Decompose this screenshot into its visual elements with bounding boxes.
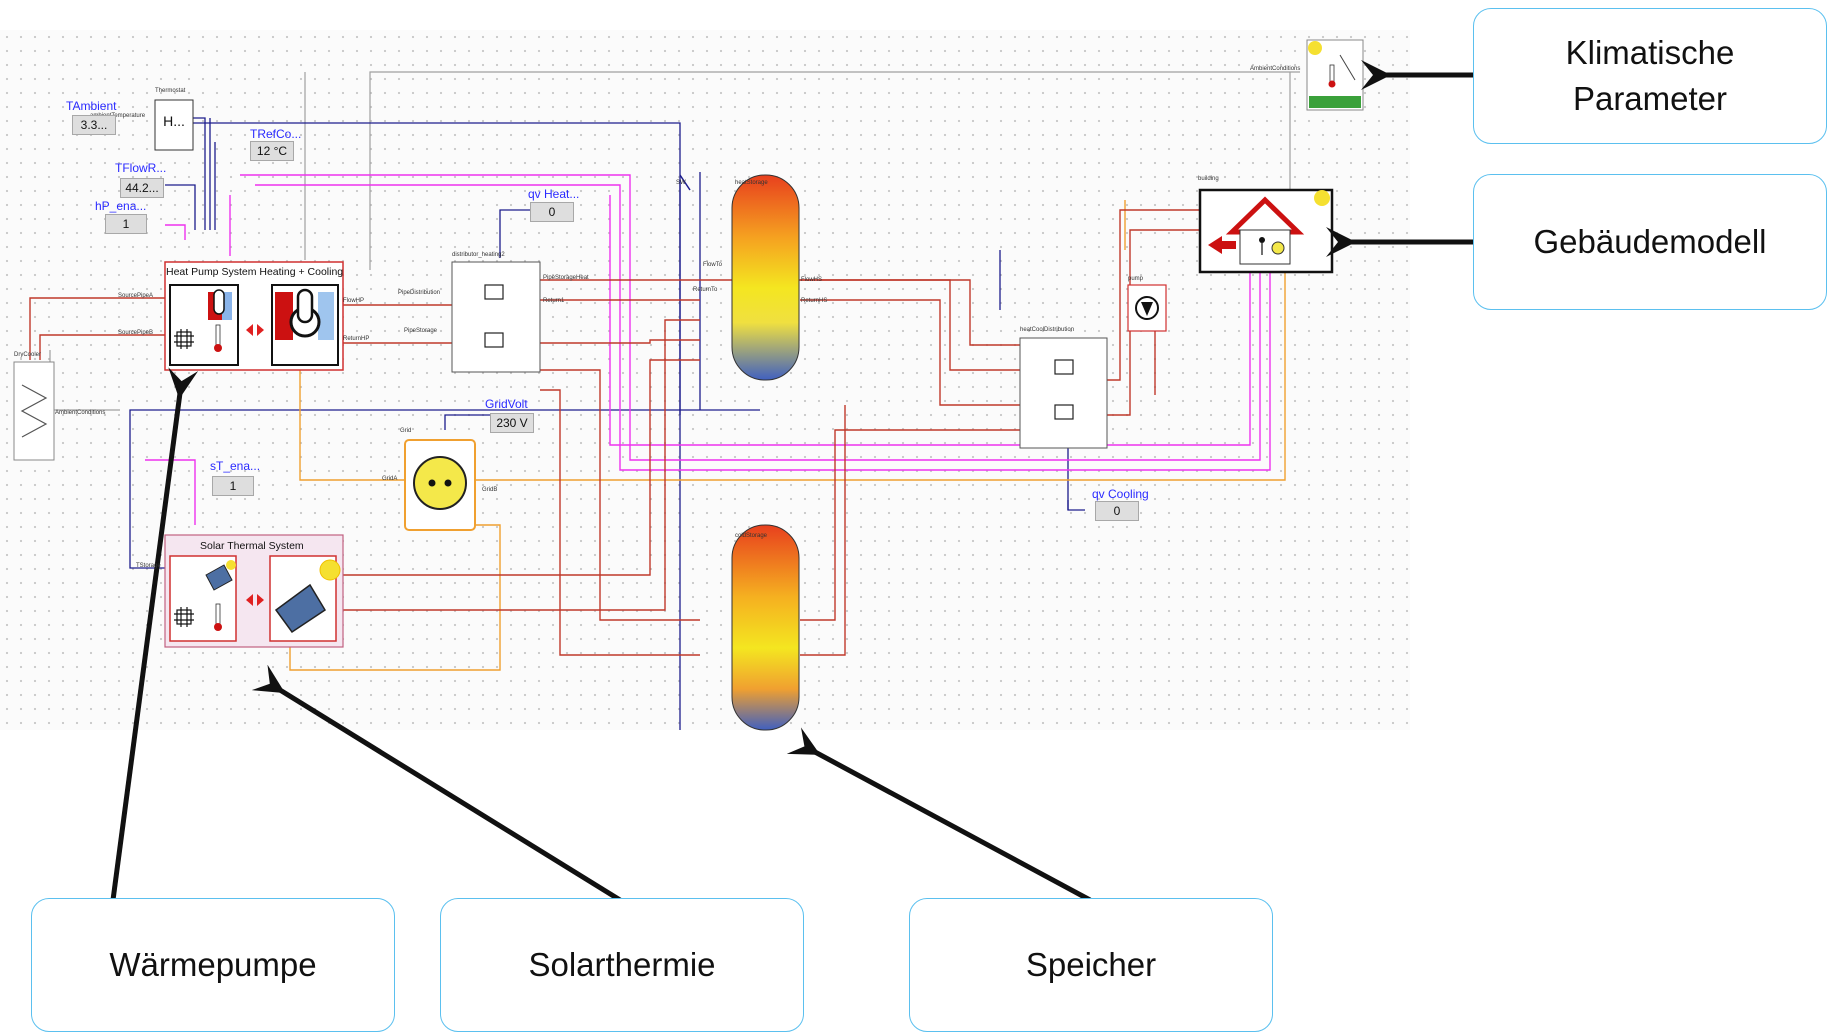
swap-arrow-right-icon xyxy=(257,324,264,336)
heat-pump-title: Heat Pump System Heating + Cooling xyxy=(166,266,344,278)
label-grid: Grid xyxy=(400,428,412,434)
label-return-hs: ReturnHS xyxy=(801,298,828,304)
callout-arrows xyxy=(110,60,1473,903)
socket-icon xyxy=(413,456,467,510)
qv-cooling-name: qv Cooling xyxy=(1092,487,1149,501)
label-switch: SW xyxy=(676,180,686,186)
label-ambient-conditions: AmbientConditions xyxy=(55,410,106,416)
label-source-pipe-a: SourcePipeA xyxy=(118,293,154,299)
label-t-storage: TStorage xyxy=(136,563,161,569)
callout-klima-text: Klimatische Parameter xyxy=(1565,34,1735,117)
callout-solarthermie: Solarthermie xyxy=(440,898,804,1032)
thermometer-icon-2 xyxy=(214,603,222,631)
weather-sun-icon xyxy=(1308,41,1322,55)
label-dry-cooler: DryCooler xyxy=(14,352,42,358)
t-ambient-value[interactable]: 3.3... xyxy=(72,115,116,135)
label-heat-storage: heatStorage xyxy=(735,180,768,186)
tflow-value[interactable]: 44.2... xyxy=(120,178,164,198)
controller-chip-icon xyxy=(174,329,194,349)
dry-cooler-coil-icon xyxy=(20,384,48,438)
heat-storage-tank xyxy=(731,174,800,381)
thermostat-name: Thermostat xyxy=(155,88,186,94)
label-pump: pump xyxy=(1128,276,1144,282)
cold-storage-tank xyxy=(731,524,800,731)
hp-ena-name: hP_ena... xyxy=(95,199,147,213)
heat-cool-distribution-block xyxy=(1019,337,1108,449)
solar-swap-left-icon xyxy=(246,594,253,606)
switch-icon xyxy=(679,174,691,191)
label-flow-hs: FlowHS xyxy=(801,277,823,283)
grid-volt-name: GridVolt xyxy=(485,397,528,411)
solar-swap-right-icon xyxy=(257,594,264,606)
label-pipe-storage: PipeStorage xyxy=(404,328,438,334)
heat-pump-unit-icon xyxy=(275,288,334,340)
st-ena-name: sT_ena... xyxy=(210,459,261,473)
orange-electric-wires xyxy=(289,200,1286,671)
callout-solar-text: Solarthermie xyxy=(528,946,716,983)
dry-cooler-block xyxy=(13,361,55,461)
distributor-block xyxy=(451,261,541,373)
solar-panel-small-icon xyxy=(205,564,233,591)
t-ambient-name: TAmbient xyxy=(66,99,117,113)
heat-loss-arrow-icon xyxy=(1208,236,1222,254)
pink-control-wires xyxy=(145,174,1271,525)
callout-gebaeudemodell: Gebäudemodell xyxy=(1473,174,1827,310)
callout-waermepumpe-text: Wärmepumpe xyxy=(109,946,317,983)
swap-arrow-left-icon xyxy=(246,324,253,336)
qv-cooling-value[interactable]: 0 xyxy=(1095,501,1139,521)
label-flow-to: FlowTo xyxy=(703,262,723,268)
tflow-name: TFlowR... xyxy=(115,161,167,175)
label-return1: Return1 xyxy=(543,298,565,304)
label-return-hp: ReturnHP xyxy=(343,336,370,342)
radiator-mini-icon xyxy=(208,289,232,320)
label-grid-a: GridA xyxy=(382,476,398,482)
thermostat-symbol[interactable]: H... xyxy=(163,113,185,129)
hp-ena-value[interactable]: 1 xyxy=(105,214,147,234)
grid-volt-value[interactable]: 230 V xyxy=(490,413,534,433)
label-distributor: distributor_heating2 xyxy=(452,252,505,258)
building-sun-icon xyxy=(1314,190,1330,206)
thermometer-icon xyxy=(214,324,222,352)
label-weather: AmbientConditions xyxy=(1250,66,1301,72)
tref-name: TRefCo... xyxy=(250,127,302,141)
callout-waermepumpe: Wärmepumpe xyxy=(31,898,395,1032)
sun-icon xyxy=(319,559,341,581)
thermostat-block xyxy=(154,99,194,151)
controller-chip-icon-2 xyxy=(174,607,194,627)
label-heat-cool-distribution: heatCoolDistribution xyxy=(1020,327,1075,333)
callout-speicher-text: Speicher xyxy=(1025,946,1157,983)
label-pipe-distribution: PipeDistribution xyxy=(398,290,441,296)
callout-klimatische-parameter: Klimatische Parameter xyxy=(1473,8,1827,144)
label-source-pipe-b: SourcePipeB xyxy=(118,330,154,336)
callout-speicher: Speicher xyxy=(909,898,1273,1032)
solar-thermal-title: Solar Thermal System xyxy=(200,540,304,552)
tref-value[interactable]: 12 °C xyxy=(250,141,294,161)
qv-heat-name: qv Heat... xyxy=(528,187,580,201)
st-ena-value[interactable]: 1 xyxy=(212,476,254,496)
callout-gebaeude-text: Gebäudemodell xyxy=(1533,223,1767,260)
label-grid-b: GridB xyxy=(482,487,498,493)
qv-heat-value[interactable]: 0 xyxy=(530,202,574,222)
ambient-temperature-label: ambientTemperature xyxy=(90,113,146,119)
label-building: building xyxy=(1198,176,1219,182)
solar-panel-icon xyxy=(274,583,327,634)
label-pipe-storage-heat: PipeStorageHeat xyxy=(543,275,589,281)
label-cold-storage: coldStorage xyxy=(735,533,768,539)
label-return-to: ReturnTo xyxy=(693,287,718,293)
person-icon xyxy=(1259,237,1265,243)
label-flow-hp: FlowHP xyxy=(343,298,365,304)
